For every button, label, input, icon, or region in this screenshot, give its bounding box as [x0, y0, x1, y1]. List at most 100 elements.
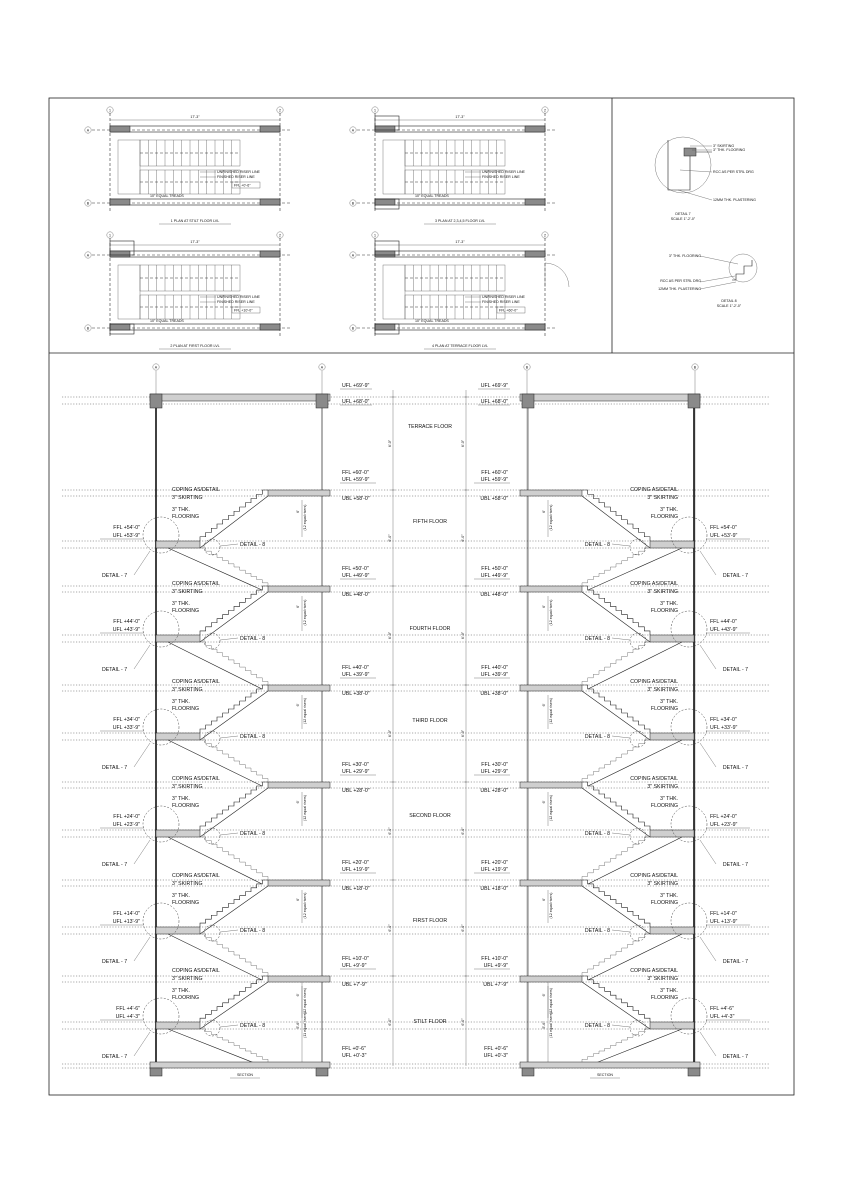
lower-flight-steps: [200, 933, 269, 976]
flooring-note: FLOORING: [651, 706, 678, 712]
flight-dim-note: (12 equal risers): [303, 698, 307, 724]
mid-level-ufl: UFL +59'-9": [342, 477, 369, 483]
sheet-border: [48, 97, 795, 1096]
lower-flight-steps: [581, 547, 650, 586]
flight-dim: 6': [296, 993, 300, 996]
section-left: UFL +69'-9"UFL +68'-0"FFL +54'-0"UFL +53…: [100, 383, 376, 1079]
plan-wall-top: [374, 125, 546, 133]
detail8-marker: [629, 1019, 647, 1037]
stair-landing: [117, 264, 141, 320]
flooring-note: FLOORING: [172, 900, 199, 906]
side-level-ufl: UFL +4'-3": [116, 1014, 141, 1020]
detail7-marker: [670, 610, 708, 648]
flight-dim: 6': [542, 993, 546, 996]
grid-bubble-b: [349, 199, 357, 207]
grid-bubble-1-label: 1: [109, 108, 111, 112]
side-level-ffl: FFL +34'-0": [113, 717, 140, 723]
stilt-dim: 5'-6": [542, 1021, 546, 1029]
flooring-note: 3" THK.: [660, 796, 678, 802]
storey-dim: 6'-0": [461, 631, 465, 639]
note-finished-riser: FINISHED RISER LINE: [482, 175, 520, 179]
detail8-callout: DETAIL - 8: [240, 1023, 265, 1029]
side-level-ffl: FFL +54'-0": [710, 525, 737, 531]
detail-circle: [654, 136, 712, 194]
mid-level-ufl: UFL +29'-9": [481, 769, 508, 775]
lower-flight-steps: [200, 739, 269, 782]
grid-bubble-a-label: A: [87, 253, 90, 257]
mid-level-ufl: UFL +19'-9": [481, 867, 508, 873]
leader: [133, 550, 151, 576]
upper-flight-soffit: [581, 981, 651, 1030]
section-grid-bubble: [523, 363, 531, 371]
stilt-dim: 5'-6": [296, 1021, 300, 1029]
bottom-level-ufl: UFL +0'-3": [484, 1053, 509, 1059]
side-level-ufl: UFL +53'-9": [710, 533, 737, 539]
mid-level-ufl: UFL +39'-9": [342, 672, 369, 678]
detail7-callout: DETAIL - 7: [102, 1054, 127, 1060]
mid-level-ufl: UFL +19'-9": [342, 867, 369, 873]
roof-column: [521, 393, 535, 409]
floor-name: THIRD FLOOR: [412, 718, 447, 724]
detail8-marker: [203, 632, 221, 650]
mid-level-ffl: FFL +60'-0": [481, 470, 508, 476]
leader: [133, 1031, 151, 1057]
flight-dim: 6': [542, 605, 546, 608]
roof-slab: [519, 393, 701, 402]
grid-bubble-a-label: A: [87, 128, 90, 132]
side-level-ffl: FFL +14'-0": [113, 911, 140, 917]
lower-flight-soffit: [587, 739, 683, 787]
side-landing-slab: [649, 540, 695, 549]
detail7-marker: [670, 708, 708, 746]
leader: [219, 543, 239, 547]
flooring-note: FLOORING: [172, 514, 199, 520]
plan-column: [109, 198, 131, 206]
roof-column: [687, 393, 701, 409]
storey-dim: 6'-0": [388, 439, 392, 447]
plan-title: 3 PLAN AT 2,3,4,5 FLOOR LVL: [435, 219, 485, 223]
flooring-note: 3" THK.: [660, 893, 678, 899]
level-box: [231, 181, 261, 189]
mid-level-ubl: UBL +18'-0": [480, 886, 508, 892]
plan-column-box: [109, 240, 135, 256]
plan-tread-note: 10" EQUAL TREADS: [150, 319, 184, 323]
detail8-note: 3" THK. FLOORING: [669, 254, 701, 258]
skirting-note: 3" SKIRTING: [647, 881, 678, 887]
plan-column: [524, 198, 546, 206]
detail8-callout: DETAIL - 8: [240, 734, 265, 740]
upper-flight-steps: [582, 489, 651, 541]
coping-note: COPING AS/DETAIL: [630, 968, 678, 974]
lower-flight-soffit: [167, 933, 263, 981]
floor-name: FIRST FLOOR: [413, 918, 447, 924]
stilt-dim-note: (11 equal risers): [549, 1012, 553, 1038]
floor-name: SECOND FLOOR: [409, 813, 451, 819]
detail7-note: RCC AS PER STRL DRG: [713, 170, 754, 174]
mid-landing-slab: [267, 879, 331, 887]
upper-flight-steps: [582, 879, 651, 927]
detail8-callout: DETAIL - 8: [585, 734, 610, 740]
detail7-callout: DETAIL - 7: [723, 573, 748, 579]
side-level-ffl: FFL +4'-6": [710, 1006, 734, 1012]
footing: [315, 1067, 329, 1077]
section-grid-bubble-label: A: [155, 365, 158, 369]
detail-section-profile: [667, 140, 712, 191]
detail8-title: DETAIL 8: [721, 299, 736, 303]
flooring-note: FLOORING: [651, 514, 678, 520]
coping-note: COPING AS/DETAIL: [172, 776, 220, 782]
detail8-marker: [203, 827, 221, 845]
note-finished-riser: FINISHED RISER LINE: [482, 300, 520, 304]
upper-flight-steps: [199, 684, 268, 733]
flooring-note: 3" THK.: [172, 507, 190, 513]
plan-column: [109, 323, 131, 331]
detail7-note: 3" SKIRTING: [713, 144, 734, 148]
side-landing-slab: [155, 926, 201, 935]
side-landing-slab: [649, 1021, 695, 1030]
leader: [699, 936, 717, 962]
level-label: UFL +68'-0": [342, 399, 369, 405]
stair-landing: [382, 139, 406, 195]
side-level-ufl: UFL +43'-9": [710, 627, 737, 633]
leader: [611, 1024, 631, 1028]
grid-bubble-b: [84, 199, 92, 207]
leader: [699, 550, 717, 576]
detail7-marker: [670, 902, 708, 940]
